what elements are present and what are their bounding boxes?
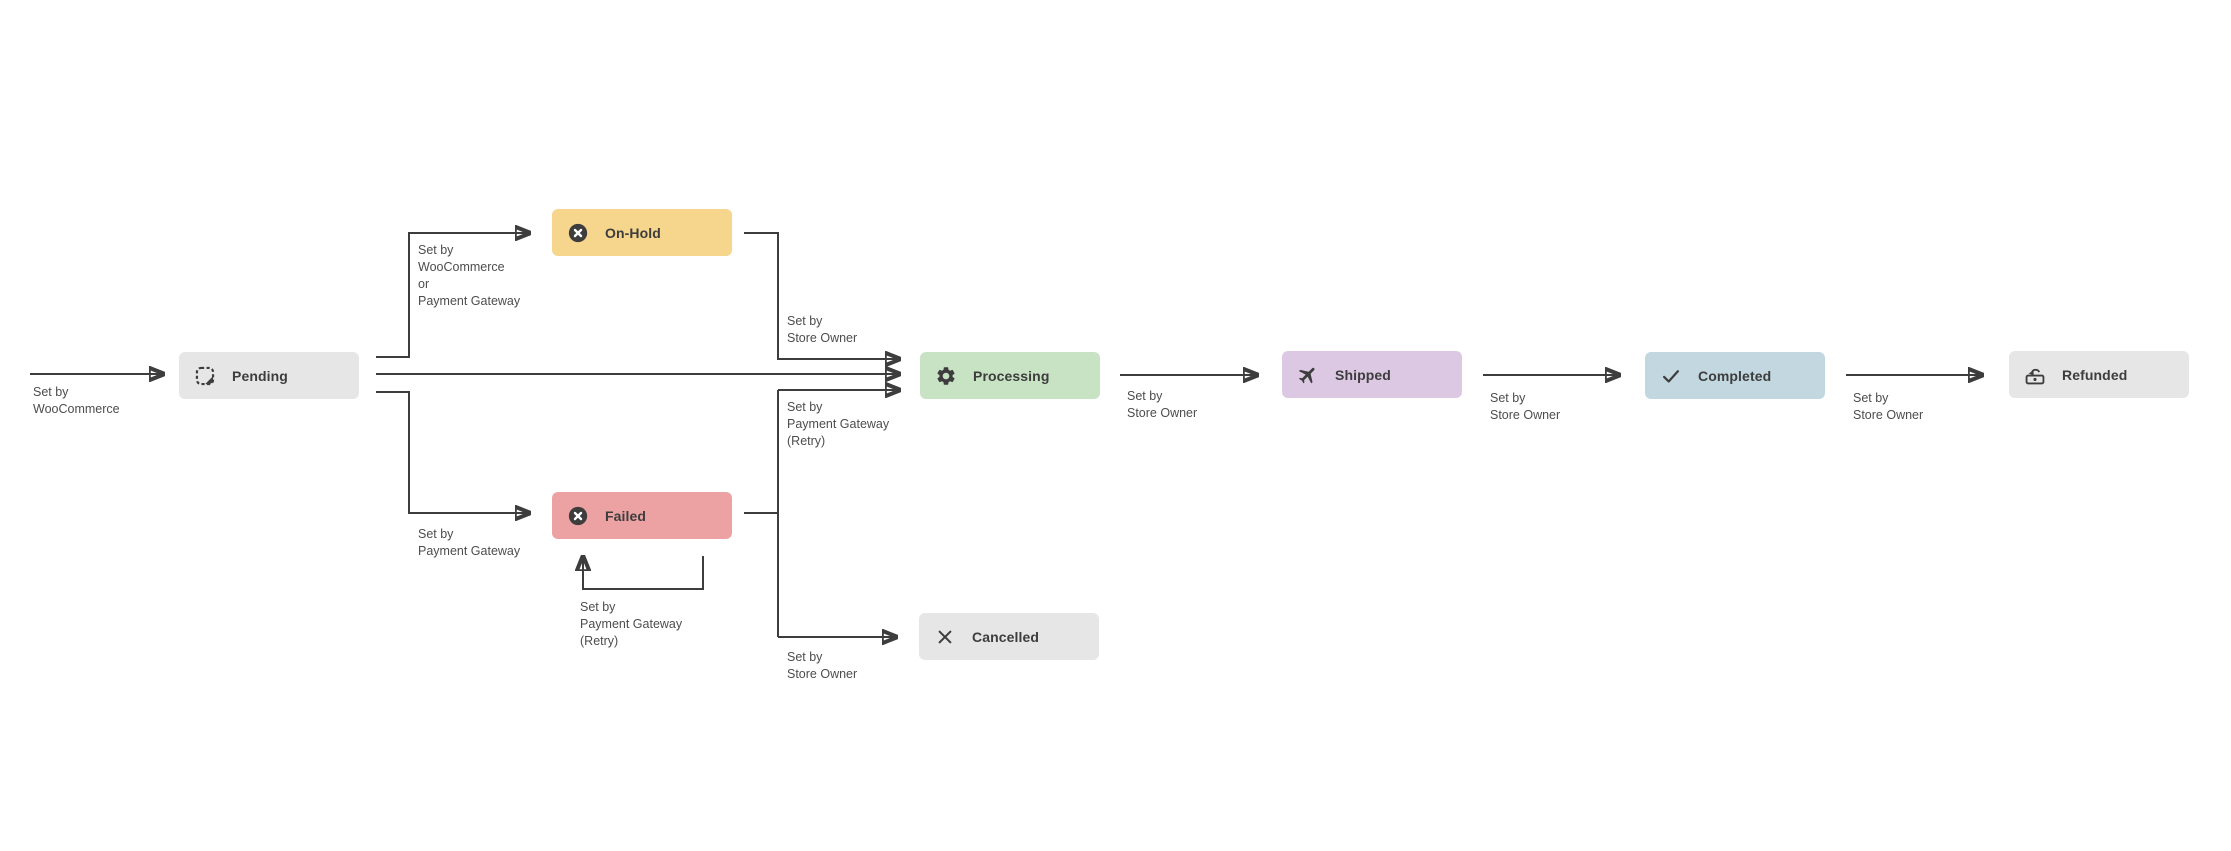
edge-label-set-by-store-owner: Set by Store Owner [787, 650, 858, 681]
edge-pending-to-onhold [376, 233, 530, 358]
node-label: On-Hold [605, 224, 661, 241]
node-label: Completed [1698, 367, 1772, 384]
node-label: Processing [973, 367, 1050, 384]
check-icon [1660, 365, 1682, 387]
node-shipped: Shipped [1282, 351, 1462, 398]
edge-failed-retry-loop [583, 556, 704, 590]
node-pending: Pending [179, 352, 359, 399]
edge-failed-rail [744, 390, 779, 637]
node-processing: Processing [920, 352, 1100, 399]
pending-draft-icon [194, 365, 216, 387]
edge-label-set-by-gateway-retry-loop: Set by Payment Gateway (Retry) [580, 600, 683, 648]
edge-label-set-by-gateway-retry: Set by Payment Gateway (Retry) [787, 400, 890, 448]
node-label: Refunded [2062, 366, 2128, 383]
edge-onhold-to-processing [744, 232, 900, 359]
circle-x-icon [567, 505, 589, 527]
edge-label-set-by-store-owner: Set by Store Owner [787, 314, 858, 345]
node-cancelled: Cancelled [919, 613, 1099, 660]
node-label: Failed [605, 507, 647, 524]
node-label: Pending [232, 367, 288, 384]
edge-pending-to-failed [376, 391, 530, 513]
edge-label-set-by-store-owner: Set by Store Owner [1853, 391, 1924, 422]
plane-icon [1297, 364, 1319, 386]
edge-label-set-by-woocommerce-or-gateway: Set by WooCommerce or Payment Gateway [418, 243, 521, 308]
x-icon [934, 626, 956, 648]
circle-x-icon [567, 222, 589, 244]
node-failed: Failed [552, 492, 732, 539]
edge-label-set-by-woocommerce: Set by WooCommerce [33, 385, 120, 416]
gear-icon [935, 365, 957, 387]
node-label: Shipped [1335, 366, 1391, 383]
edge-label-set-by-payment-gateway: Set by Payment Gateway [418, 527, 521, 558]
node-label: Cancelled [972, 628, 1040, 645]
edge-label-set-by-store-owner: Set by Store Owner [1127, 389, 1198, 420]
node-refunded: Refunded [2009, 351, 2189, 398]
node-on-hold: On-Hold [552, 209, 732, 256]
money-back-icon [2024, 364, 2046, 386]
node-completed: Completed [1645, 352, 1825, 399]
edge-label-set-by-store-owner: Set by Store Owner [1490, 391, 1561, 422]
